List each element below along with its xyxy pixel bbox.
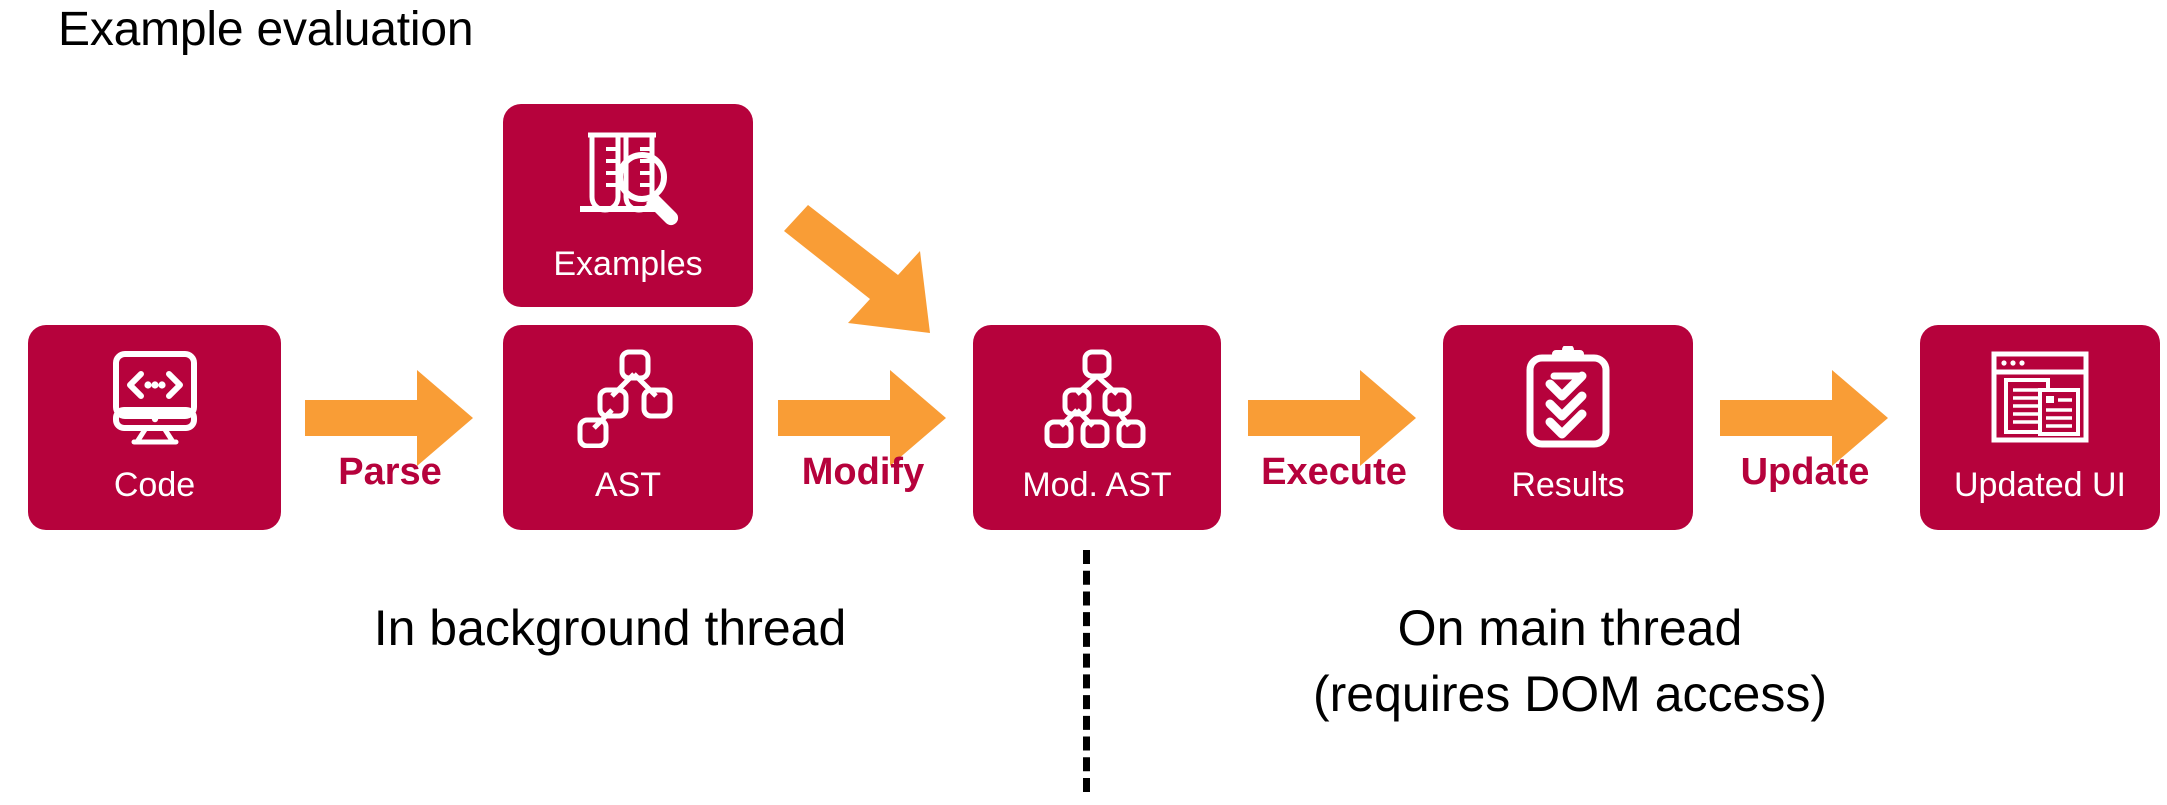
thread-divider [1083,550,1090,792]
node-code[interactable]: Code [28,325,281,530]
step-label-execute: Execute [1261,451,1407,493]
node-label-results: Results [1511,466,1625,504]
caption-background-thread: In background thread [373,600,847,656]
node-mod-ast[interactable]: Mod. AST [973,325,1221,530]
step-label-parse: Parse [338,451,442,493]
node-label-updated-ui: Updated UI [1954,466,2126,504]
arrow-modify [778,370,946,466]
arrow-examples-to-mod-ast [778,205,958,340]
test-tubes-magnifier-icon [503,104,753,245]
tree-small-icon [503,325,753,466]
monitor-code-icon [28,325,281,466]
node-ast[interactable]: AST [503,325,753,530]
caption-main-thread: On main thread (requires DOM access) [1200,595,1940,727]
node-label-mod-ast: Mod. AST [1022,466,1172,504]
tree-full-icon [973,325,1221,466]
page-title: Example evaluation [58,3,474,56]
step-label-update: Update [1740,451,1870,493]
arrow-update [1720,370,1888,466]
arrow-parse [305,370,473,466]
browser-window-icon [1920,325,2160,466]
node-label-code: Code [113,466,196,504]
node-label-ast: AST [594,466,662,504]
arrow-execute [1248,370,1416,466]
node-updated-ui[interactable]: Updated UI [1920,325,2160,530]
node-results[interactable]: Results [1443,325,1693,530]
clipboard-checks-icon [1443,325,1693,466]
step-label-modify: Modify [801,451,925,493]
node-label-examples: Examples [553,245,703,283]
caption-main-thread-line1: On main thread [1397,600,1743,656]
caption-main-thread-line2: (requires DOM access) [1313,666,1827,722]
node-examples[interactable]: Examples [503,104,753,307]
